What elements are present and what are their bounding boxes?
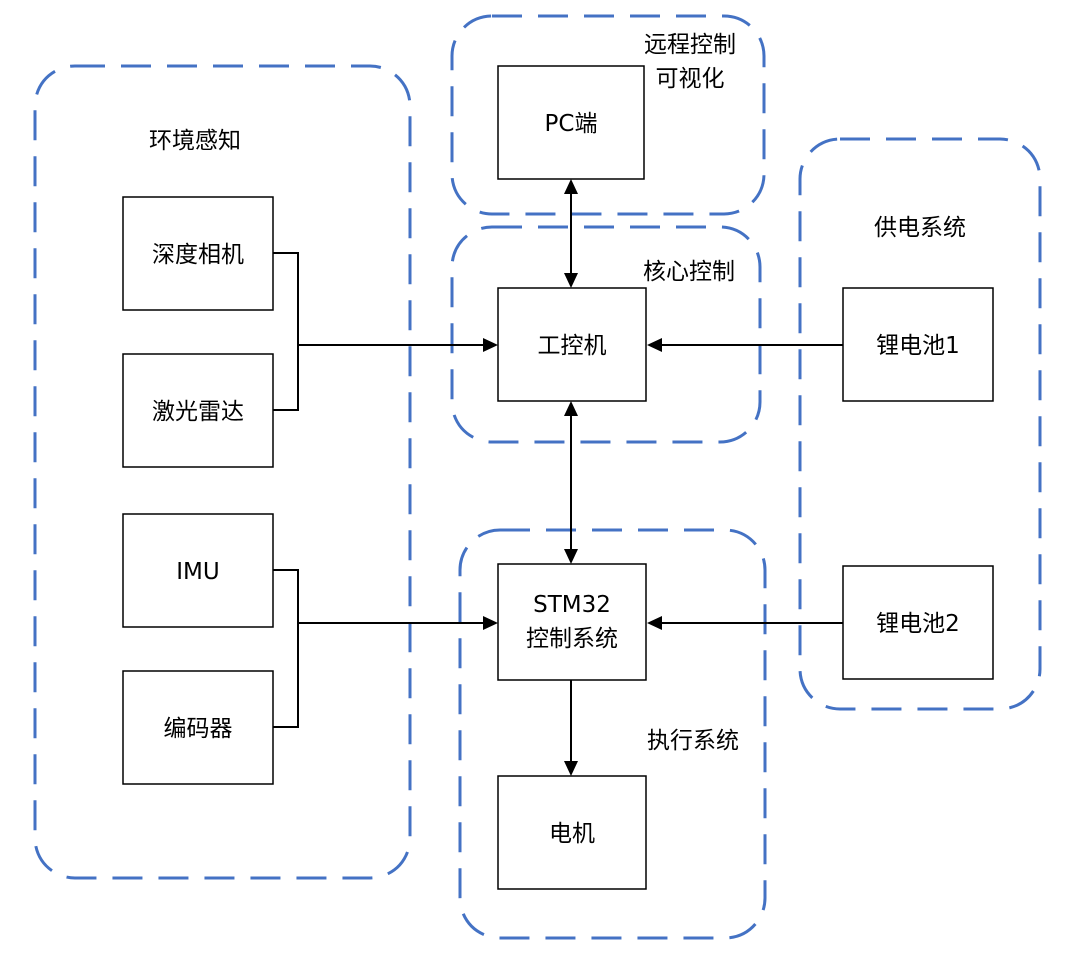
arrowhead-into-stm32-top <box>564 549 578 564</box>
group-remote-boundary <box>450 14 766 216</box>
node-imu-label: IMU <box>176 559 219 585</box>
arrowhead-into-motor <box>564 761 578 776</box>
group-env-label: 环境感知 <box>149 128 241 154</box>
node-stm32-box <box>497 563 647 681</box>
arrowhead-into-ipc-bottom <box>564 401 578 416</box>
node-pc-label: PC端 <box>545 111 598 137</box>
group-remote-label-line1: 远程控制 <box>644 32 736 58</box>
node-battery2-label: 锂电池2 <box>876 611 960 637</box>
arrowhead-into-stm32-right <box>647 616 662 630</box>
group-exec-label: 执行系统 <box>647 728 739 754</box>
node-imu-box <box>122 513 274 628</box>
node-stm32-label-line2: 控制系统 <box>526 626 618 652</box>
group-core-label: 核心控制 <box>643 259 735 285</box>
group-core-boundary <box>450 225 762 444</box>
node-encoder-label: 编码器 <box>164 716 233 742</box>
node-battery1-box <box>842 287 994 402</box>
arrowhead-into-ipc-right <box>647 338 662 352</box>
arrowhead-into-ipc-top <box>564 273 578 288</box>
node-depth-camera-label: 深度相机 <box>152 242 244 268</box>
group-env-boundary <box>33 64 412 880</box>
group-power-label: 供电系统 <box>874 215 966 241</box>
node-lidar-box <box>122 353 274 468</box>
node-lidar-label: 激光雷达 <box>152 399 244 425</box>
node-motor-label: 电机 <box>549 821 595 847</box>
arrowhead-into-pc <box>564 179 578 194</box>
arrowhead-into-ipc-left <box>483 338 498 352</box>
sensor-bracket-upper <box>273 252 299 411</box>
node-depth-camera-box <box>122 196 274 311</box>
node-ipc-label: 工控机 <box>538 333 607 359</box>
group-exec-boundary <box>458 528 767 940</box>
node-stm32-label-line1: STM32 <box>533 592 611 618</box>
group-remote-label-line2: 可视化 <box>656 66 725 92</box>
arrowhead-into-stm32-left <box>483 616 498 630</box>
group-power-boundary <box>798 137 1042 711</box>
node-battery2-box <box>842 565 994 680</box>
node-battery1-label: 锂电池1 <box>876 333 960 359</box>
node-ipc-box <box>497 287 647 402</box>
node-pc-box <box>497 65 645 180</box>
node-motor-box <box>497 775 647 890</box>
node-encoder-box <box>122 670 274 785</box>
sensor-bracket-lower <box>273 569 299 728</box>
